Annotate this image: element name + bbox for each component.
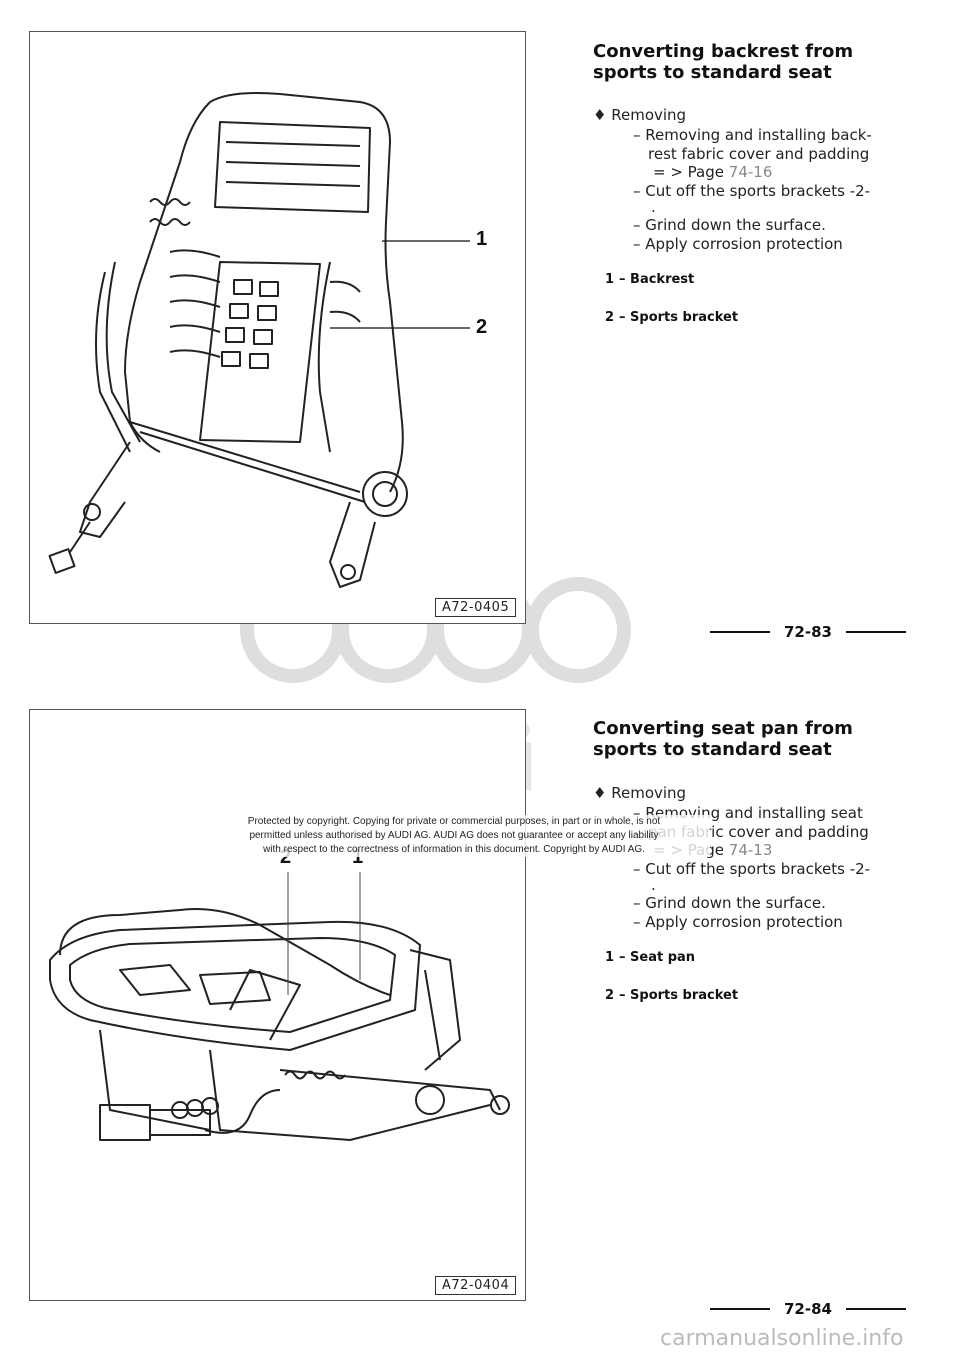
step-3: – Grind down the surface. bbox=[633, 894, 826, 912]
callout-1: 1 bbox=[352, 846, 364, 868]
page-number: 72-83 bbox=[784, 623, 832, 641]
seat-pan-illustration bbox=[49, 872, 510, 1141]
page-number-footer: 72-83 bbox=[710, 623, 906, 641]
callout-2: 2 bbox=[476, 316, 488, 338]
legend-item-2: 2– Sports bracket bbox=[605, 310, 739, 325]
legend-item-2: 2– Sports bracket bbox=[605, 988, 739, 1003]
figure-id: A72-0404 bbox=[435, 1276, 517, 1295]
step-3: – Grind down the surface. bbox=[633, 216, 826, 234]
step-2-cont: . bbox=[651, 876, 656, 894]
callout-2: 2 bbox=[280, 846, 292, 868]
title-line-1: Converting backrest from bbox=[593, 41, 854, 62]
diamond-bullet-icon: ♦ bbox=[593, 784, 607, 802]
section-title: Converting backrest from sports to stand… bbox=[593, 41, 853, 83]
procedure: ♦ Removing – Removing and installing sea… bbox=[593, 784, 923, 944]
copyright-notice: Protected by copyright. Copying for priv… bbox=[198, 815, 710, 857]
step-1: – Removing and installing back- bbox=[633, 126, 872, 144]
title-line-2: sports to standard seat bbox=[593, 739, 832, 760]
legend-item-1: 1– Backrest bbox=[605, 272, 695, 287]
page-number-footer: 72-84 bbox=[710, 1300, 906, 1318]
callout-1: 1 bbox=[476, 228, 488, 250]
page-number: 72-84 bbox=[784, 1300, 832, 1318]
step-4: – Apply corrosion protection bbox=[633, 913, 843, 931]
legend-item-1: 1– Seat pan bbox=[605, 950, 696, 965]
section-title: Converting seat pan from sports to stand… bbox=[593, 718, 853, 760]
site-url-footer[interactable]: carmanualsonline.info bbox=[660, 1326, 904, 1351]
removing-heading: ♦ Removing bbox=[593, 784, 687, 802]
step-1-page-link[interactable]: = > Page 74-16 bbox=[653, 163, 773, 181]
removing-heading: ♦ Removing bbox=[593, 106, 687, 124]
backrest-frame-illustration bbox=[48, 92, 470, 588]
rule-right bbox=[845, 631, 906, 633]
rule-left bbox=[710, 631, 770, 633]
figure-id: A72-0405 bbox=[435, 598, 517, 617]
step-1-cont: rest fabric cover and padding bbox=[648, 145, 870, 163]
procedure: ♦ Removing – Removing and installing bac… bbox=[593, 106, 923, 266]
step-2: – Cut off the sports brackets -2- bbox=[633, 182, 871, 200]
step-2: – Cut off the sports brackets -2- bbox=[633, 860, 871, 878]
step-4: – Apply corrosion protection bbox=[633, 235, 843, 253]
seat-pan-figure: 2 1 A72-0404 bbox=[29, 709, 526, 1301]
title-line-2: sports to standard seat bbox=[593, 62, 832, 83]
backrest-figure: 1 2 A72-0405 bbox=[29, 31, 526, 624]
title-line-1: Converting seat pan from bbox=[593, 718, 853, 739]
step-2-cont: . bbox=[651, 198, 656, 216]
rule-right bbox=[845, 1308, 906, 1310]
diamond-bullet-icon: ♦ bbox=[593, 106, 607, 124]
rule-left bbox=[710, 1308, 770, 1310]
